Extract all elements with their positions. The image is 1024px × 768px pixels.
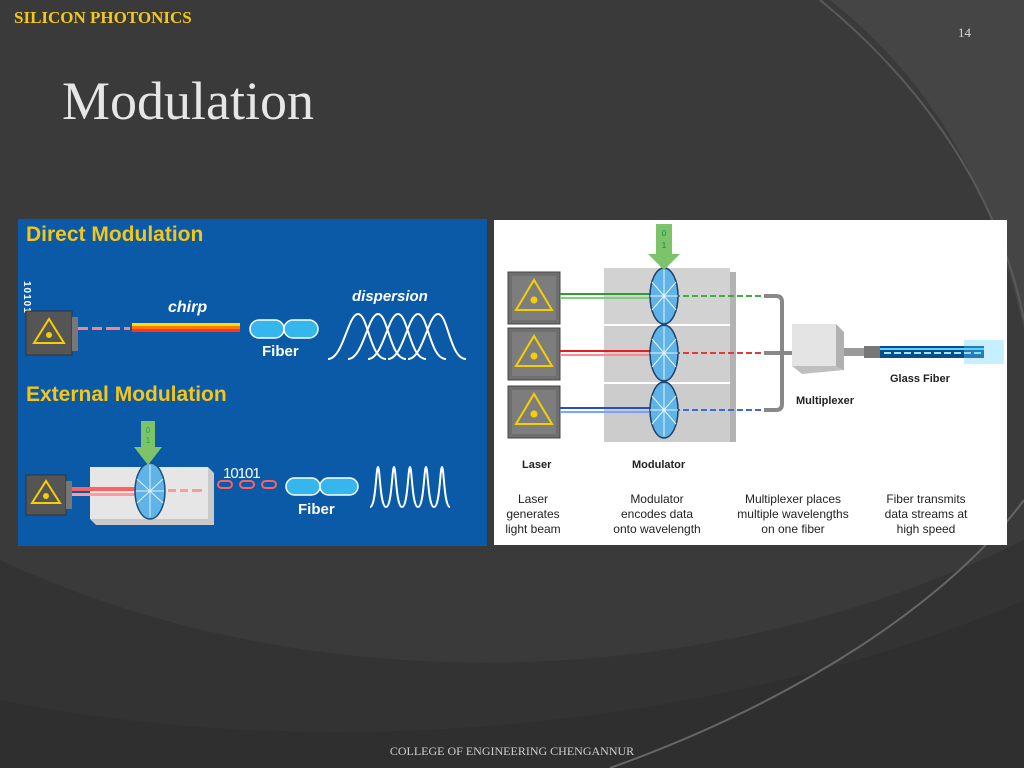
modulator-wheel-green (649, 267, 679, 325)
caption-fiber: Fiber transmits data streams at high spe… (884, 492, 968, 536)
multiplexer-label: Multiplexer (796, 395, 855, 407)
modulation-types-figure: Direct Modulation External Modulation 10… (18, 219, 487, 546)
external-modulation-heading: External Modulation (26, 383, 227, 406)
laser-icon-red (507, 327, 561, 381)
slide-number: 14 (958, 25, 971, 40)
svg-text:1: 1 (662, 241, 667, 250)
external-bits-label: 10101 (223, 465, 261, 482)
fiber-coil-bottom (285, 477, 359, 496)
combiner-bracket (764, 294, 792, 412)
caption-laser: Laser generates light beam (505, 492, 561, 536)
external-laser-icon (25, 474, 72, 516)
presentation-footer: COLLEGE OF ENGINEERING CHENGANNUR (0, 744, 1024, 759)
caption-modulator: Modulator encodes data onto wavelength (613, 492, 701, 536)
data-input-arrow: 0 1 (648, 224, 680, 270)
beam-green (560, 293, 764, 299)
laser-icon-blue (507, 385, 561, 439)
svg-text:1: 1 (146, 436, 151, 445)
svg-text:0: 0 (662, 229, 667, 238)
modulator-label: Modulator (632, 459, 686, 471)
wdm-system-figure: 0 1 Laser Modulator Multiplexer Glass Fi… (494, 220, 1007, 545)
external-modulator-block (72, 462, 214, 525)
dispersion-label: dispersion (352, 288, 428, 305)
svg-text:0: 0 (146, 426, 151, 435)
caption-multiplexer: Multiplexer places multiple wavelengths … (737, 492, 849, 536)
chirp-beam (132, 323, 240, 332)
fiber-label-bottom: Fiber (298, 501, 335, 518)
presentation-header: SILICON PHOTONICS (14, 8, 192, 27)
laser-label: Laser (522, 459, 552, 471)
laser-icon-green (507, 271, 561, 325)
sharp-pulses (369, 465, 451, 508)
dispersion-pulses (327, 312, 467, 360)
external-pulse-train (217, 480, 277, 489)
beam-blue (560, 407, 764, 413)
modulator-wheel-blue (649, 381, 679, 439)
fiber-coil-top (249, 319, 319, 339)
beam-red (560, 350, 764, 356)
chirp-label: chirp (168, 299, 208, 316)
footer-text: COLLEGE OF ENGINEERING CHENGANNUR (389, 744, 635, 758)
direct-modulation-heading: Direct Modulation (26, 223, 204, 246)
slide-title: Modulation (62, 71, 314, 131)
modulator-wheel-red (649, 324, 679, 382)
direct-laser-icon (25, 310, 78, 356)
glass-fiber-label: Glass Fiber (890, 373, 950, 385)
wdm-system-drawing: 0 1 (507, 224, 1004, 442)
fiber-label-top: Fiber (262, 343, 299, 360)
multiplexer-cube (792, 324, 844, 374)
external-data-arrow: 0 1 (134, 421, 162, 465)
direct-pulse-train (78, 327, 130, 330)
glass-fiber (844, 340, 1004, 364)
modulation-types-drawing: 0 1 (25, 310, 467, 525)
